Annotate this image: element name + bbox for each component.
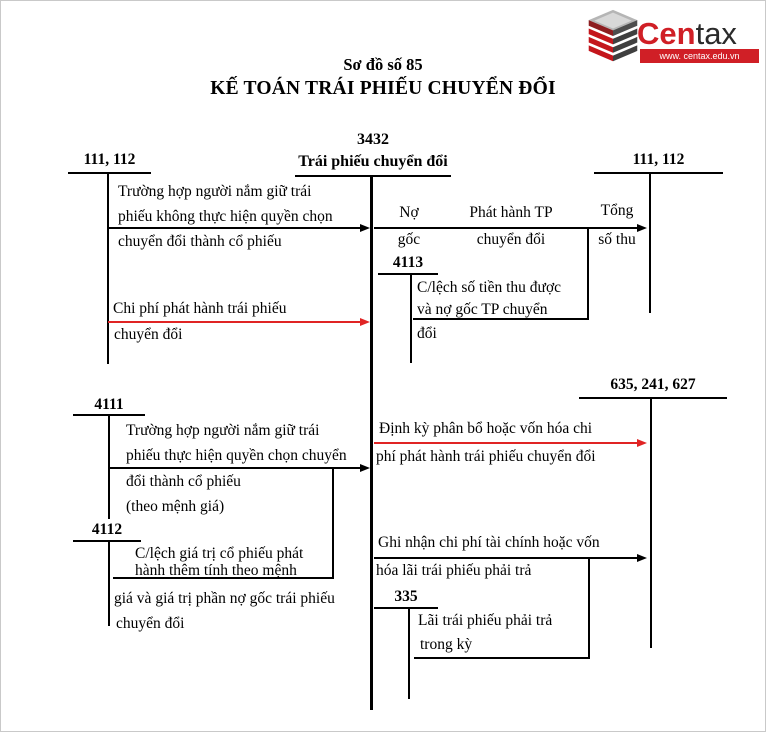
flow-interest-payable-line2: trong kỳ — [420, 636, 473, 653]
logo-text-cen: Cen — [637, 16, 696, 51]
bracket-4113-horizontal — [413, 318, 589, 320]
account-top-right: 111, 112 — [632, 151, 685, 168]
account-635-underline — [579, 397, 727, 399]
flow-no-conversion-arrowhead — [360, 223, 370, 232]
flow-amortize-cost-arrowhead — [637, 438, 647, 447]
label-issue-line2: chuyển đổi — [476, 231, 546, 248]
flow-no-conversion-line1: Trường hợp người nắm giữ trái — [118, 183, 312, 200]
account-335-vertical-line — [408, 609, 410, 699]
flow-issue-cost-arrowhead — [360, 317, 370, 326]
bracket-335-vertical — [588, 558, 590, 659]
center-account-vertical-line — [370, 177, 373, 710]
bracket-4112-horizontal — [113, 577, 334, 579]
flow-interest-expense-arrowhead — [637, 553, 647, 562]
logo-website-bar: www. centax.edu.vn — [640, 49, 759, 63]
flow-share-premium-line3: giá và giá trị phần nợ gốc trái phiếu — [114, 590, 335, 607]
flow-share-premium-line2: hành thêm tính theo mệnh — [135, 562, 297, 579]
label-total-line1: Tổng — [600, 202, 634, 219]
account-4113-vertical-line — [410, 275, 412, 363]
diagram-number-title: Sơ đồ số 85 — [343, 55, 423, 74]
logo-text-tax: tax — [695, 16, 737, 51]
flow-conversion-arrowhead — [360, 463, 370, 472]
account-4113-underline — [378, 273, 438, 275]
center-account-number: 3432 — [357, 131, 389, 148]
flow-diff-4113-line1: C/lệch số tiền thu được — [417, 279, 562, 296]
centax-logo-text: Centax — [637, 17, 737, 50]
flow-interest-expense-line1: Ghi nhận chi phí tài chính hoặc vốn — [378, 534, 600, 551]
label-total-line2: số thu — [598, 231, 636, 248]
account-4113: 4113 — [392, 254, 424, 271]
center-account-name: Trái phiếu chuyển đổi — [298, 153, 448, 170]
flow-no-conversion-line2: phiếu không thực hiện quyền chọn — [118, 208, 333, 225]
account-635-241-627: 635, 241, 627 — [610, 376, 696, 393]
flow-conversion-line1: Trường hợp người nắm giữ trái — [126, 422, 320, 439]
account-top-left-underline — [68, 172, 151, 174]
label-debt-line2: gốc — [397, 231, 421, 248]
flow-diff-4113-line3: đổi — [417, 325, 437, 342]
flow-interest-payable-line1: Lãi trái phiếu phải trả — [418, 612, 553, 629]
bracket-4113-vertical — [587, 228, 589, 320]
flow-interest-expense-arrow-line — [374, 557, 638, 559]
flow-conversion-line2: phiếu thực hiện quyền chọn chuyển — [126, 447, 347, 464]
account-top-left-vertical-line — [107, 174, 109, 364]
account-4112-underline — [73, 540, 141, 542]
flow-conversion-line3: đổi thành cổ phiếu — [126, 473, 241, 490]
flow-share-premium-line4: chuyển đổi — [116, 615, 185, 632]
flow-issue-cost-line2: chuyển đổi — [114, 326, 183, 343]
flow-issue-cost-line1: Chi phí phát hành trái phiếu — [113, 300, 287, 317]
account-top-right-underline — [594, 172, 723, 174]
flow-amortize-cost-arrow-line — [374, 442, 638, 444]
centax-cube-icon — [588, 9, 638, 62]
account-335-underline — [374, 607, 438, 609]
flow-share-premium-line1: C/lệch giá trị cổ phiếu phát — [135, 545, 304, 562]
label-issue-line1: Phát hành TP — [469, 204, 553, 221]
logo-website-text: www. centax.edu.vn — [659, 51, 740, 61]
bracket-335-horizontal — [414, 657, 590, 659]
account-4111-underline — [73, 414, 145, 416]
diagram-main-title: KẾ TOÁN TRÁI PHIẾU CHUYỂN ĐỔI — [210, 78, 556, 99]
flow-no-conversion-line3: chuyển đổi thành cổ phiếu — [118, 233, 282, 250]
center-account-underline — [295, 175, 451, 177]
flow-conversion-line4: (theo mệnh giá) — [126, 498, 225, 515]
flow-no-conversion-arrow-line — [108, 227, 362, 229]
flow-amortize-cost-line2: phí phát hành trái phiếu chuyển đổi — [376, 448, 596, 465]
label-debt-line1: Nợ — [399, 204, 419, 221]
bracket-4112-vertical — [332, 468, 334, 579]
flow-issue-cost-arrow-line — [108, 321, 362, 323]
flow-diff-4113-line2: và nợ gốc TP chuyển — [417, 301, 548, 318]
flow-amortize-cost-line1: Định kỳ phân bổ hoặc vốn hóa chi — [379, 420, 593, 437]
flow-conversion-arrow-line — [109, 467, 362, 469]
account-635-vertical-line — [650, 399, 652, 648]
flow-interest-expense-line2: hóa lãi trái phiếu phải trả — [376, 562, 532, 579]
flow-issue-arrow-line — [374, 227, 638, 229]
account-335: 335 — [394, 588, 418, 605]
account-4112-vertical-line — [108, 542, 110, 626]
flow-issue-arrowhead — [637, 223, 647, 232]
account-top-left: 111, 112 — [83, 151, 136, 168]
account-4112: 4112 — [91, 521, 123, 538]
account-top-right-vertical-line — [649, 174, 651, 313]
account-4111: 4111 — [94, 396, 124, 413]
